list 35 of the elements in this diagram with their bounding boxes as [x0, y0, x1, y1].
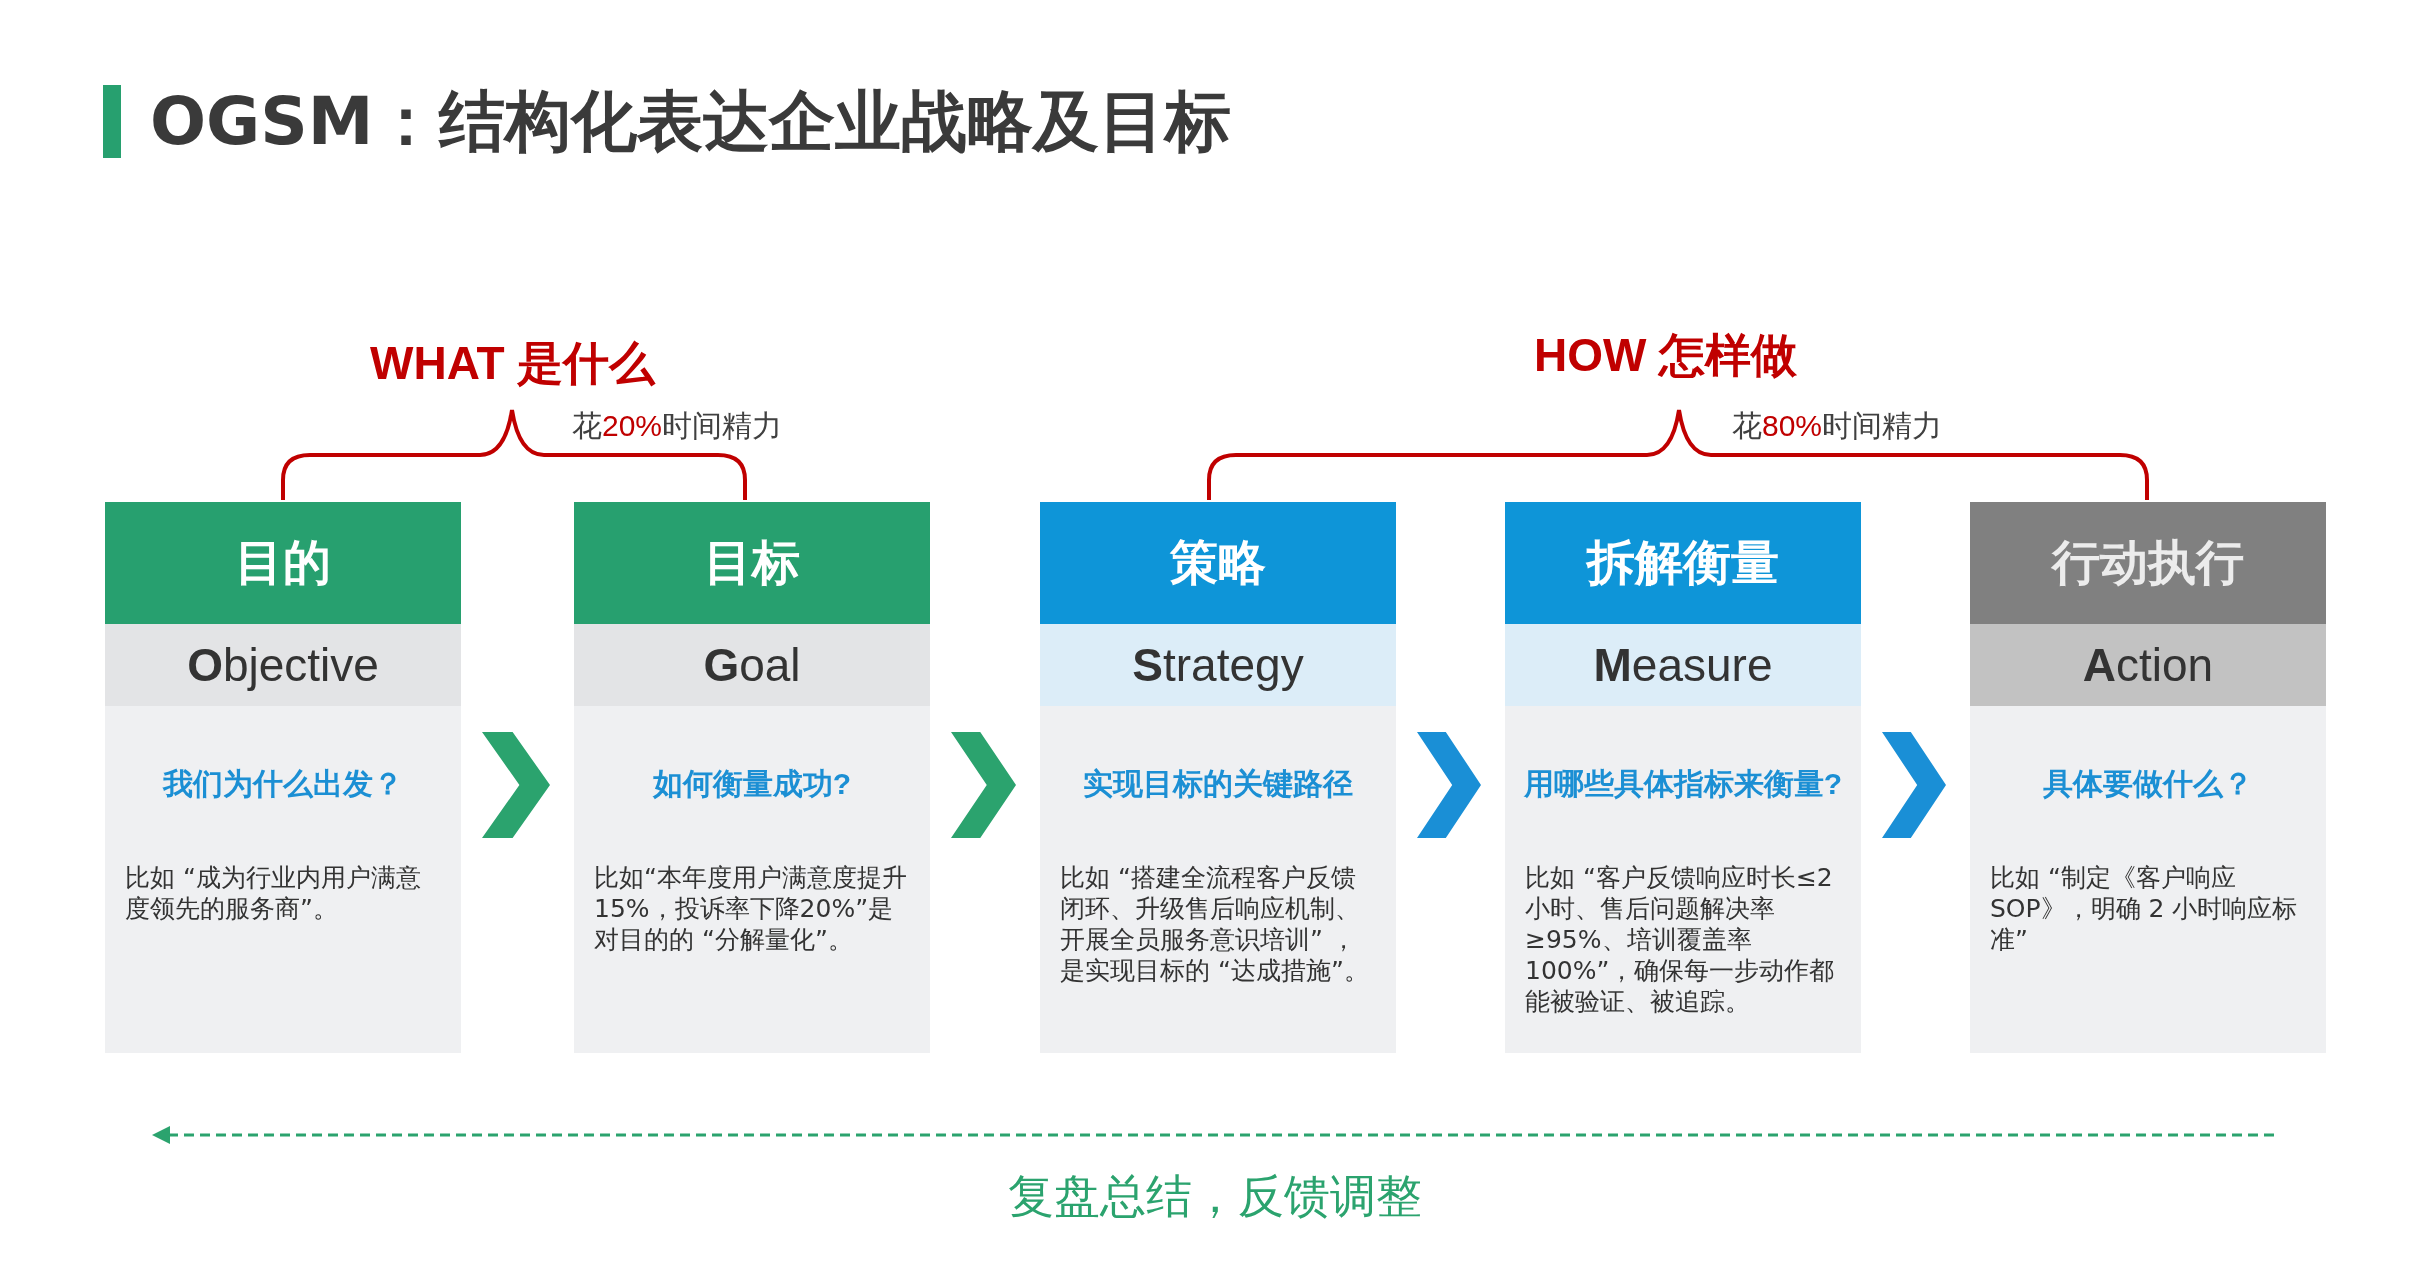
chevron-arrow: [1882, 732, 1946, 838]
english-name: Goal: [574, 624, 930, 706]
time-note: 花20%时间精力: [572, 408, 783, 444]
section-heading: HOW 怎样做: [1534, 328, 1798, 383]
english-name: Strategy: [1040, 624, 1396, 706]
stage-card: [1505, 502, 1861, 1053]
stage-header: 策略: [1040, 502, 1396, 624]
title: OGSM：结构化表达企业战略及目标: [150, 82, 1232, 162]
stage-question: 如何衡量成功?: [651, 766, 853, 802]
time-note: 花80%时间精力: [1732, 408, 1943, 444]
english-name: Measure: [1505, 624, 1861, 706]
example-text: 比如 “制定《客户响应SOP》，明确 2 小时响应标准”: [1989, 862, 2299, 955]
chevron-arrow: [1417, 732, 1481, 838]
stage-question: 实现目标的关键路径: [1082, 766, 1354, 802]
example-text: 比如 “搭建全流程客户反馈闭环、升级售后响应机制、开展全员服务意识培训” ，是实现目标的 “达成措施”。: [1059, 862, 1370, 986]
stage-question: 用哪些具体指标来衡量?: [1522, 766, 1844, 802]
stage-header: 行动执行: [1970, 502, 2326, 624]
stage-header: 目标: [574, 502, 930, 624]
section-heading: WHAT 是什么: [370, 336, 656, 391]
feedback-note: 复盘总结，反馈调整: [1007, 1169, 1423, 1224]
stage-question: 我们为什么出发？: [161, 766, 404, 802]
example-text: 比如“本年度用户满意度提升15%，投诉率下降20%”是对目的的 “分解量化”。: [593, 862, 908, 955]
chevron-arrow: [951, 732, 1016, 838]
english-name: Action: [1970, 624, 2326, 706]
stage-question: 具体要做什么？: [2042, 766, 2254, 802]
example-text: 比如 “成为行业内用户满意度领先的服务商”。: [124, 862, 422, 924]
stage-card: [1040, 502, 1396, 1053]
chevron-arrow: [482, 732, 550, 838]
stage-card: [105, 502, 461, 1053]
english-name: Objective: [105, 624, 461, 706]
stage-card: [1970, 502, 2326, 1053]
example-text: 比如 “客户反馈响应时长≤2小时、售后问题解决率≥95%、培训覆盖率100%”，确保每一步动作都能被验证、被追踪。: [1524, 862, 1836, 1017]
stage-header: 目的: [105, 502, 461, 624]
stage-header: 拆解衡量: [1505, 502, 1861, 624]
stage-card: [574, 502, 930, 1053]
